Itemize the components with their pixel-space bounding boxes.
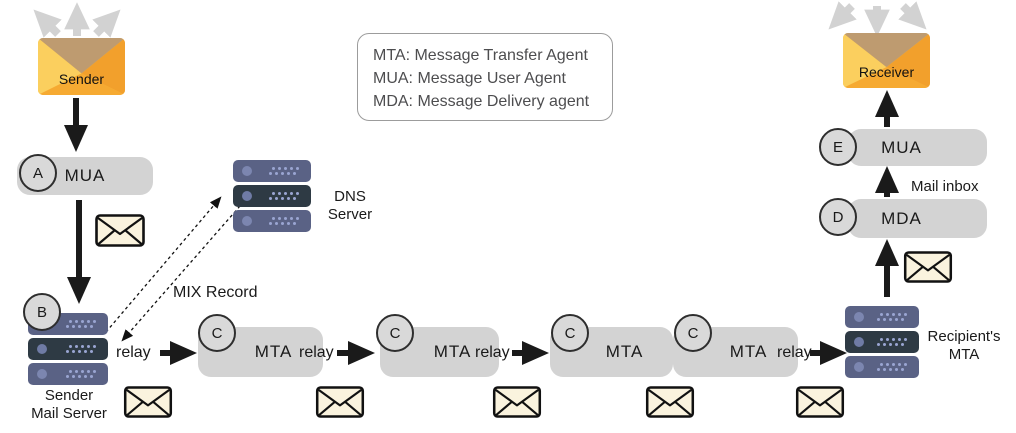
relay-label-1: relay: [116, 344, 151, 361]
mta-1-node: C MTA: [198, 314, 323, 377]
sender-mail-server-label: Sender Mail Server: [31, 387, 107, 422]
message-envelope-icon: [903, 251, 953, 283]
mta-2-node: C MTA: [376, 314, 499, 377]
dns-server-icon: [233, 160, 311, 232]
mda-label: MDA: [881, 208, 922, 228]
receiver-envelope-icon: Receiver: [843, 33, 930, 88]
message-envelope-icon: [123, 386, 173, 418]
relay-label-3: relay: [475, 344, 510, 361]
mix-record-label: MIX Record: [173, 284, 258, 301]
step-badge-e: E: [819, 128, 857, 166]
step-badge-b: B: [23, 293, 61, 331]
dashed-arrow-to-dns: [105, 196, 222, 333]
legend-box: MTA: Message Transfer Agent MUA: Message…: [357, 33, 613, 121]
mta-4-label: MTA: [729, 342, 768, 361]
dns-server-label: DNS Server: [327, 188, 373, 223]
mta-4-node: C MTA: [673, 314, 798, 377]
receiver-label: Receiver: [858, 64, 915, 80]
legend-line-mda: MDA: Message Delivery agent: [373, 93, 590, 110]
message-envelope-icon: [95, 214, 145, 247]
sender-envelope-icon: Sender: [38, 38, 125, 95]
step-badge-c1: C: [198, 314, 236, 352]
recipient-mta-server-icon: [845, 306, 919, 378]
sender-out-arrow-left-icon: [33, 9, 62, 38]
sender-label: Sender: [58, 71, 105, 87]
receiver-in-arrow-left-icon: [828, 1, 857, 30]
step-badge-c2: C: [376, 314, 414, 352]
message-envelope-icon: [645, 386, 695, 418]
message-envelope-icon: [492, 386, 542, 418]
message-envelope-icon: [315, 386, 365, 418]
legend-line-mta: MTA: Message Transfer Agent: [373, 47, 588, 64]
recipient-mta-label: Recipient's MTA: [927, 328, 1001, 363]
mua-e-node: E MUA: [819, 128, 987, 166]
mua-e-label: MUA: [881, 137, 922, 157]
relay-label-4: relay: [777, 344, 812, 361]
dashed-arrow-from-dns: [121, 205, 241, 342]
receiver-in-arrow-right-icon: [898, 1, 927, 30]
mda-node: D MDA: [819, 198, 987, 238]
mta-3-label: MTA: [605, 342, 644, 361]
mta-2-label: MTA: [433, 342, 472, 361]
mta-3-node: C MTA: [550, 314, 673, 377]
step-badge-a: A: [19, 154, 57, 192]
relay-label-2: relay: [299, 344, 334, 361]
mua-a-label: MUA: [64, 166, 106, 185]
legend-line-mua: MUA: Message User Agent: [373, 70, 566, 87]
mta-1-label: MTA: [254, 342, 293, 361]
mail-inbox-label: Mail inbox: [911, 178, 979, 195]
message-envelope-icon: [795, 386, 845, 418]
sender-out-arrow-right-icon: [92, 9, 121, 38]
step-badge-c4: C: [674, 314, 712, 352]
step-badge-d: D: [819, 198, 857, 236]
mua-a-node: A MUA: [17, 154, 153, 195]
step-badge-c3: C: [551, 314, 589, 352]
